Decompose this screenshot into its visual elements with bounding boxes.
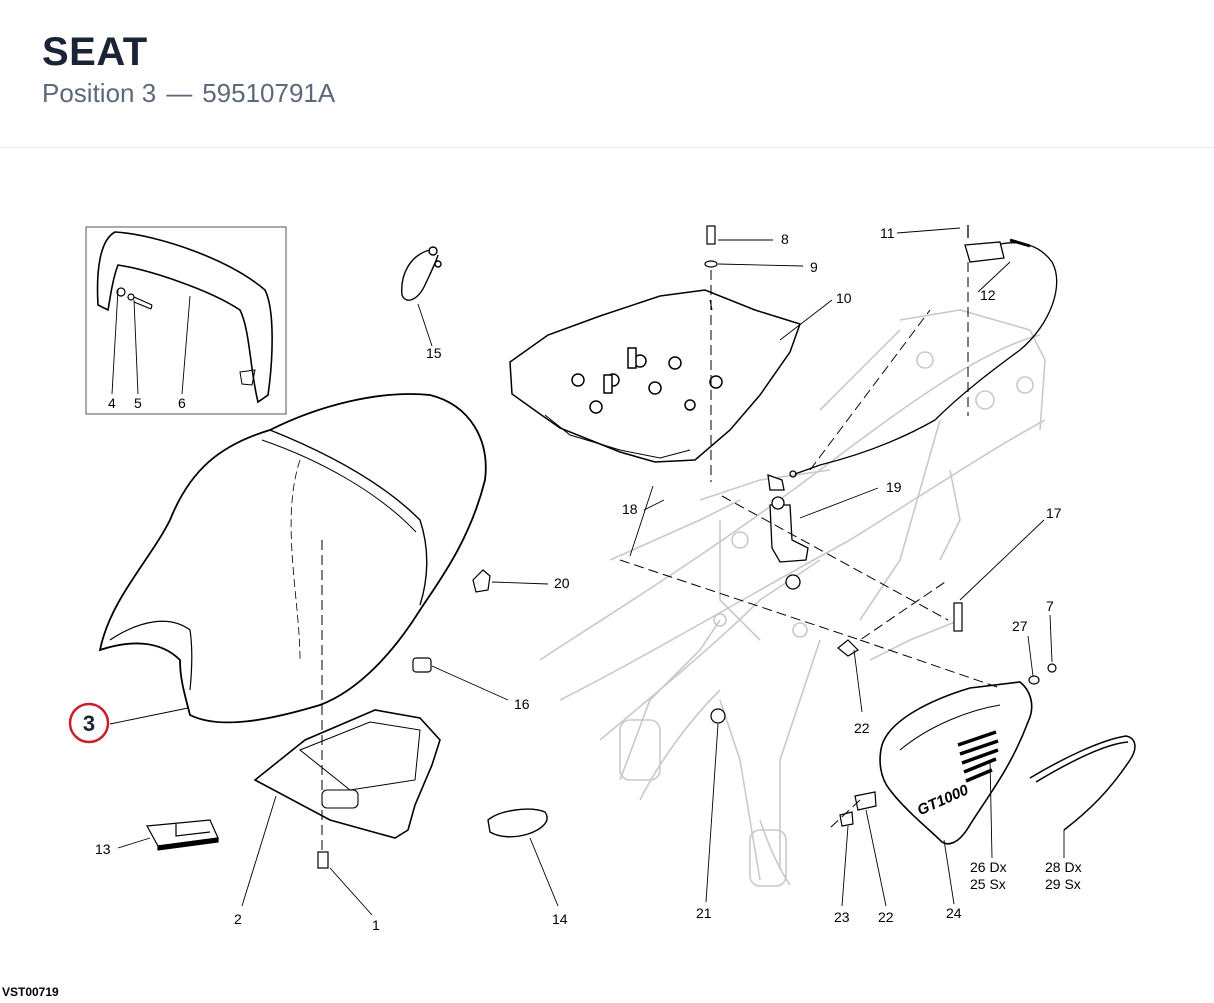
hook-bracket [767, 474, 809, 590]
callout-7: 7 [1046, 598, 1054, 614]
safety-cable [401, 246, 442, 301]
callout-3-label: 3 [83, 711, 95, 736]
page-subtitle: Position 3 — 59510791A [42, 78, 335, 109]
reference-lines [321, 262, 1001, 850]
rubber-pad-part [487, 808, 548, 838]
seat-support-tray [509, 289, 801, 463]
callout-19: 19 [886, 479, 902, 495]
callout-27: 27 [1012, 618, 1028, 634]
frame-ghost [539, 309, 1046, 887]
grab-handle-inset [85, 226, 287, 415]
drawing-code: VST00719 [2, 985, 59, 999]
small-fasteners [317, 569, 877, 869]
tool-kit-part [146, 819, 219, 851]
callout-14: 14 [552, 911, 568, 927]
callout-18: 18 [622, 501, 638, 517]
callout-22b: 22 [878, 909, 894, 925]
under-tray-part [253, 709, 441, 839]
seat-part [98, 393, 487, 724]
callout-25sx: 25 Sx [970, 876, 1006, 892]
part-number: 59510791A [202, 78, 336, 108]
callout-1: 1 [372, 917, 380, 933]
callout-23: 23 [834, 909, 850, 925]
page-header: SEAT Position 3 — 59510791A [0, 0, 1214, 148]
callout-9: 9 [810, 259, 818, 275]
callout-8: 8 [781, 231, 789, 247]
side-cover-part: GT1000 [879, 681, 1033, 845]
callout-15: 15 [426, 345, 442, 361]
highlighted-callout-3[interactable]: 3 [68, 702, 110, 744]
callout-21: 21 [696, 905, 712, 921]
callout-12: 12 [980, 287, 996, 303]
subtitle-separator: — [166, 78, 193, 108]
callout-13: 13 [95, 841, 111, 857]
seat-lock-mechanism [789, 225, 1058, 478]
position-label: Position 3 [42, 78, 157, 108]
callout-2: 2 [234, 911, 242, 927]
callout-16: 16 [514, 696, 530, 712]
callout-28dx: 28 Dx [1045, 859, 1082, 875]
callout-11: 11 [880, 225, 895, 241]
callout-29sx: 29 Sx [1045, 876, 1081, 892]
callout-26dx: 26 Dx [970, 859, 1007, 875]
callout-5: 5 [134, 395, 142, 411]
callout-4: 4 [108, 395, 116, 411]
callout-24: 24 [946, 905, 962, 921]
callout-labels: 1 2 4 5 6 7 8 9 10 11 12 13 14 15 16 17 … [95, 225, 1082, 933]
trim-strip-part [1029, 735, 1136, 831]
callout-6: 6 [178, 395, 186, 411]
callout-10: 10 [836, 290, 852, 306]
leader-lines [109, 227, 1065, 916]
callout-22a: 22 [854, 720, 870, 736]
callout-20: 20 [554, 575, 570, 591]
page-title: SEAT [42, 30, 148, 74]
exploded-parts-diagram: GT1000 [68, 225, 1136, 933]
bolts [704, 225, 1057, 685]
callout-17: 17 [1046, 505, 1062, 521]
